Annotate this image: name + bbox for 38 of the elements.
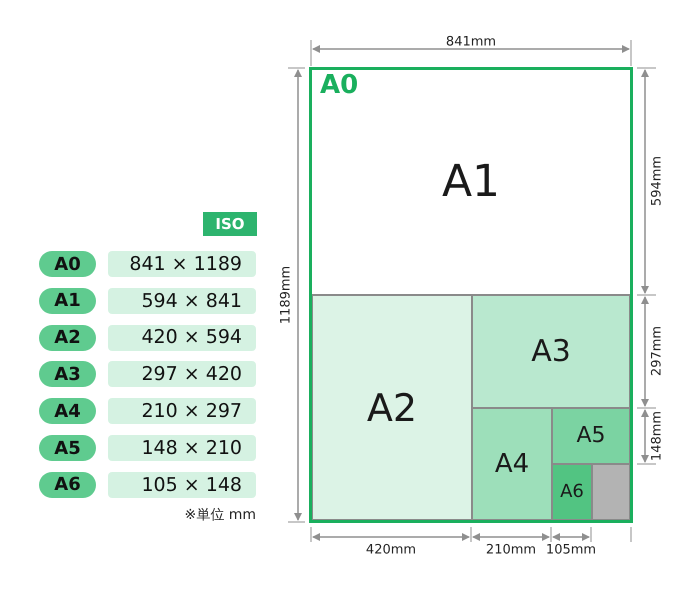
sheet-size-label: A3: [531, 336, 571, 366]
sheet-area: [552, 408, 630, 464]
sheet-area: [312, 295, 472, 520]
dimension-label: 148mm: [650, 410, 664, 462]
size-pill: A5: [39, 435, 96, 461]
dimension-label: 210mm: [486, 544, 536, 556]
dimension-label: 420mm: [366, 544, 416, 556]
sheet-area: [552, 464, 592, 520]
dimension-label: 297mm: [650, 326, 664, 376]
size-pill: A0: [39, 251, 96, 277]
dimension-label: 105mm: [546, 544, 596, 556]
dimension-label: 1189mm: [280, 266, 292, 324]
dimension-value: 148 × 210: [108, 435, 256, 461]
size-pill: A6: [39, 472, 96, 498]
sheet-size-label: A4: [494, 451, 530, 477]
dimension-value: 105 × 148: [108, 472, 256, 498]
sheet-size-heading: A0: [320, 72, 358, 98]
sheet-size-label: A5: [576, 425, 606, 447]
standard-tag: ISO: [203, 212, 257, 236]
size-pill: A2: [39, 324, 96, 351]
sheet-area: [472, 295, 630, 408]
size-pill: A3: [39, 361, 96, 388]
sheet-size-label: A2: [366, 388, 418, 426]
dimension-value: 297 × 420: [108, 361, 256, 388]
sheet-area: [472, 408, 552, 520]
unit-note: ※単位 mm: [184, 506, 256, 525]
dimension-value: 210 × 297: [108, 398, 256, 424]
dimension-value: 420 × 594: [108, 324, 256, 351]
dimension-value: 841 × 1189: [108, 251, 256, 277]
sheet-outline: [309, 67, 633, 523]
dimension-value: 594 × 841: [108, 288, 256, 314]
sheet-size-label: A1: [442, 160, 500, 204]
size-pill: A1: [39, 288, 96, 314]
blank-box: [592, 464, 630, 520]
dimension-label: 594mm: [650, 156, 664, 206]
dimension-label: 841mm: [446, 36, 496, 48]
size-pill: A4: [39, 398, 96, 424]
sheet-size-label: A6: [560, 483, 584, 501]
